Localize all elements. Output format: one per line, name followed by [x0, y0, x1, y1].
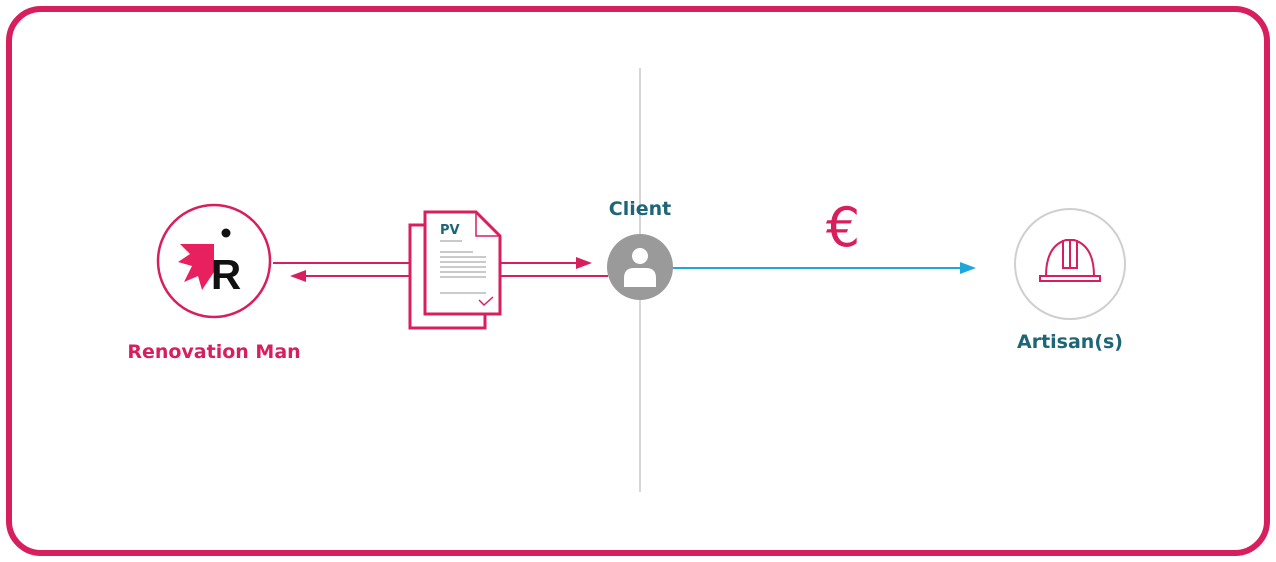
frame-border [6, 6, 1270, 556]
client-avatar-icon [607, 234, 673, 300]
arrow-head-to-client [576, 257, 592, 269]
arrow-head-to-renovation-man [290, 270, 306, 282]
cape-icon [178, 244, 214, 290]
renovation-man-label: Renovation Man [127, 341, 301, 363]
pink-arrows [273, 262, 608, 277]
artisan-label: Artisan(s) [1016, 331, 1124, 353]
svg-text:PV: PV [440, 223, 460, 238]
client-label: Client [608, 198, 672, 220]
svg-text:R: R [211, 251, 241, 298]
artisan-helmet-icon [1014, 208, 1126, 320]
payment-arrow-head [960, 262, 976, 274]
pv-document-icon: PV [408, 210, 502, 330]
renovation-man-logo: R [156, 203, 272, 319]
checkmark-icon [478, 296, 494, 307]
euro-icon: € [825, 196, 861, 259]
